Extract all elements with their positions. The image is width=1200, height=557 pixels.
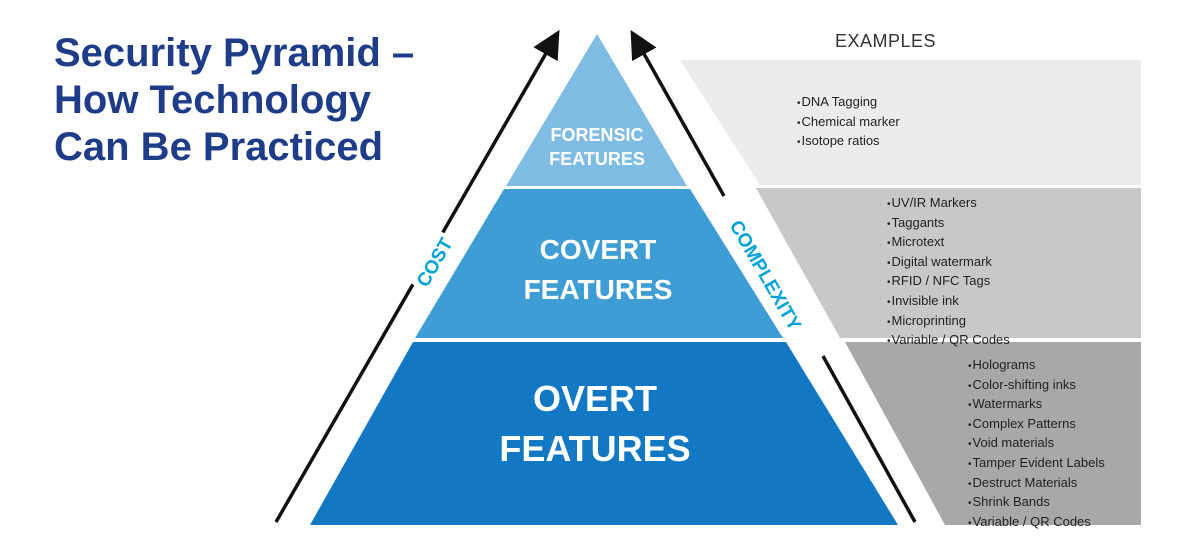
forensic-label-line1: FORENSIC	[550, 125, 643, 145]
overt-examples-list: Holograms Color-shifting inks Watermarks…	[968, 356, 1105, 532]
example-item: Microprinting	[887, 312, 1010, 332]
forensic-tier	[506, 34, 687, 186]
covert-examples-list: UV/IR Markers Taggants Microtext Digital…	[887, 194, 1010, 351]
title-line: Security Pyramid –	[54, 31, 415, 75]
title-line: Can Be Practiced	[54, 125, 384, 169]
example-item: Variable / QR Codes	[887, 331, 1010, 351]
example-item: Digital watermark	[887, 253, 1010, 273]
examples-header: EXAMPLES	[835, 31, 937, 51]
example-item: Color-shifting inks	[968, 376, 1105, 396]
example-item: Void materials	[968, 434, 1105, 454]
forensic-examples-panel	[680, 60, 1141, 185]
example-item: Chemical marker	[797, 113, 900, 133]
covert-label-line1: COVERT	[540, 234, 657, 265]
overt-label-line2: FEATURES	[499, 428, 690, 469]
covert-tier	[415, 189, 783, 338]
overt-tier	[310, 342, 898, 525]
example-item: Holograms	[968, 356, 1105, 376]
example-item: DNA Tagging	[797, 93, 900, 113]
page-title: Security Pyramid – How Technology Can Be…	[54, 30, 474, 171]
example-item: Taggants	[887, 214, 1010, 234]
example-item: Destruct Materials	[968, 474, 1105, 494]
example-item: Tamper Evident Labels	[968, 454, 1105, 474]
overt-label-line1: OVERT	[533, 378, 657, 419]
example-item: Invisible ink	[887, 292, 1010, 312]
example-item: Complex Patterns	[968, 415, 1105, 435]
example-item: Microtext	[887, 233, 1010, 253]
example-item: RFID / NFC Tags	[887, 272, 1010, 292]
covert-label-line2: FEATURES	[524, 274, 673, 305]
complexity-arrow-upper	[630, 29, 726, 197]
complexity-arrow-lower	[821, 355, 917, 523]
example-item: Watermarks	[968, 395, 1105, 415]
example-item: Shrink Bands	[968, 493, 1105, 513]
forensic-label-line2: FEATURES	[549, 149, 645, 169]
example-item: Variable / QR Codes	[968, 513, 1105, 533]
forensic-examples-list: DNA Tagging Chemical marker Isotope rati…	[797, 93, 900, 152]
title-line: How Technology	[54, 78, 372, 122]
example-item: UV/IR Markers	[887, 194, 1010, 214]
example-item: Isotope ratios	[797, 132, 900, 152]
